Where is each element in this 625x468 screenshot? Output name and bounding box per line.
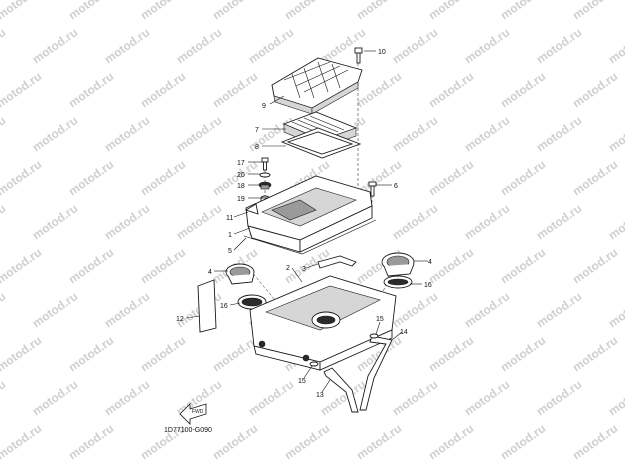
clamp-left-part-16 [237,294,267,310]
case-seal-part-5 [243,219,377,255]
callout-label: 15 [298,378,306,385]
callout-label: 17 [237,160,245,167]
callout-label: 20 [237,172,245,179]
washer-part-20 [259,172,271,178]
callout-label: 4 [208,269,212,276]
callout-label: 10 [378,49,386,56]
callout-label: 2 [286,265,290,272]
front-direction-arrow-icon: FWD [179,403,207,425]
bolt-part-6 [368,181,377,197]
callout-label: 12 [176,316,184,323]
callout-label: 4 [428,259,432,266]
screw-part-10 [354,47,363,64]
breather-hose-part-3 [317,255,357,269]
intake-joint-left-part-4 [225,263,255,285]
callout-label: 6 [394,183,398,190]
callout-label: 14 [400,329,408,336]
clamp-right-part-16 [383,275,413,289]
drain-hose-part-13 [323,367,359,413]
callout-label: 3 [302,266,306,273]
callout-label: 1 [228,232,232,239]
callout-label: 7 [255,127,259,134]
callout-label: 8 [255,144,259,151]
callout-label: 15 [376,316,384,323]
air-box-cover-part-9 [271,57,363,115]
air-box-upper-case-part-1 [245,175,373,253]
callout-label: 9 [262,103,266,110]
bolt-part-17 [261,157,269,171]
callout-label: 18 [237,183,245,190]
intake-joint-right-part-4 [381,252,415,277]
callout-label: 11 [226,215,233,222]
diagram-code: 1D77100-G090 [164,427,212,434]
callout-label: 16 [424,282,432,289]
hose-clamp-part-15 [369,333,379,339]
callout-label: 19 [237,196,245,203]
callout-label: 13 [316,392,324,399]
filter-seal-part-8 [280,127,362,159]
callout-label: 5 [228,248,232,255]
plate-part-12 [197,279,217,333]
clip-part-11 [244,203,259,215]
callout-label: 16 [220,303,228,310]
leader-lines [185,50,428,393]
front-arrow-label: FWD [192,409,204,415]
hose-clamp-lower-part-15 [309,361,319,367]
drain-hose-part-14 [359,335,393,411]
